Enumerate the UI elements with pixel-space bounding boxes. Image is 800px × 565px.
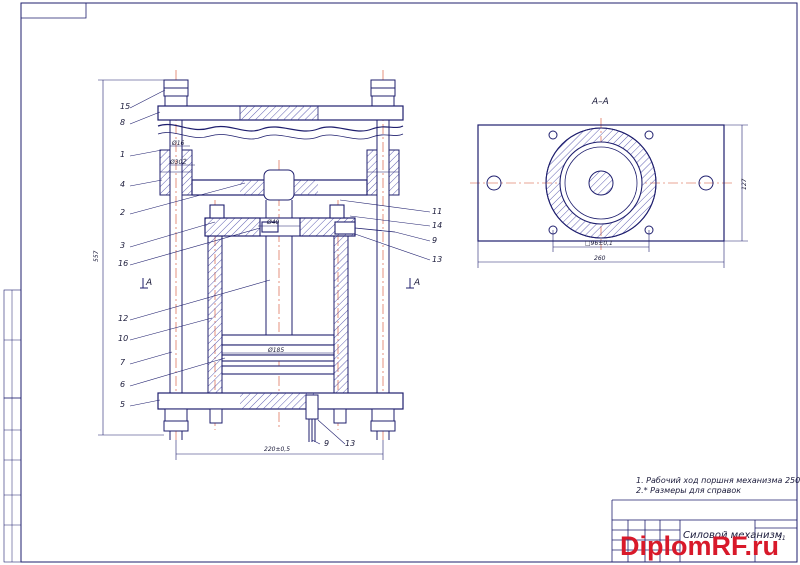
drawing-frame [3, 2, 798, 563]
callout-15: 15 [120, 102, 130, 111]
bottom-fitting [305, 394, 319, 442]
drawing-name: Силовой механизм [683, 530, 783, 541]
callout-7: 7 [120, 358, 126, 367]
dim-bottom-width: 220±0,5 [264, 446, 290, 453]
callout-1: 1 [120, 150, 125, 159]
callout-8: 8 [120, 118, 125, 127]
watermark: DiplomRF.ru [620, 531, 779, 561]
dim-rod: Ø16 [171, 140, 185, 147]
callout-4: 4 [120, 180, 125, 189]
callout-12: 12 [118, 314, 128, 323]
callout-11: 11 [432, 207, 442, 216]
sheet-number: 11 [778, 535, 786, 542]
cylinder-walls [207, 235, 349, 394]
dim-nut: Ø40 [266, 219, 280, 226]
height-dimension [98, 79, 164, 436]
guide-bushings [159, 149, 400, 196]
dim-guide: Ø30Ż [169, 159, 187, 166]
leader-lines-right [311, 199, 431, 445]
dim-section-width: 260 [594, 255, 606, 262]
tie-rods [169, 82, 390, 440]
section-markers [140, 278, 414, 289]
callout-2: 2 [120, 208, 125, 217]
section-marker-right: A [413, 278, 420, 288]
break-line [157, 124, 404, 132]
width-dimension [175, 440, 384, 460]
top-nuts [163, 79, 396, 107]
section-view [470, 118, 748, 268]
callout-10: 10 [118, 334, 128, 343]
callout-9: 9 [432, 236, 437, 245]
note-2: 2.* Размеры для справок [636, 486, 741, 495]
dim-piston: Ø185 [267, 347, 284, 354]
notes: 1. Рабочий ход поршня механизма 250 мм 2… [636, 476, 800, 495]
leader-lines-left [129, 89, 271, 407]
callout-6: 6 [120, 380, 125, 389]
callout-14: 14 [432, 221, 442, 230]
callout-labels: 15 8 1 4 2 3 16 12 10 7 6 5 11 14 9 13 9… [118, 102, 442, 448]
dimension-labels: 557 220±0,5 Ø16 Ø30Ż Ø40 Ø185 260 127 □9… [93, 140, 748, 453]
piston [221, 334, 335, 375]
callout-3: 3 [120, 241, 125, 250]
dim-overall-height: 557 [93, 250, 100, 262]
cylinder-head [204, 204, 396, 237]
title-block-text: Силовой механизм 11 [683, 530, 786, 542]
title-block [611, 499, 798, 563]
note-1: 1. Рабочий ход поршня механизма 250 мм [636, 476, 800, 485]
section-title: А–А [591, 97, 609, 107]
callout-bottom-9: 9 [324, 439, 329, 448]
callout-bottom-13: 13 [345, 439, 355, 448]
dim-section-height: 127 [741, 178, 748, 190]
callout-5: 5 [120, 400, 125, 409]
bottom-nuts [163, 408, 396, 432]
center-lines [175, 70, 384, 440]
dim-section-holes: □96±0,1 [585, 240, 613, 247]
section-plate [477, 124, 725, 242]
callout-13: 13 [432, 255, 442, 264]
callout-16: 16 [118, 259, 128, 268]
section-marker-left: A [145, 278, 152, 288]
section-marker-labels: A A А–А [145, 97, 609, 288]
front-view [98, 70, 431, 460]
